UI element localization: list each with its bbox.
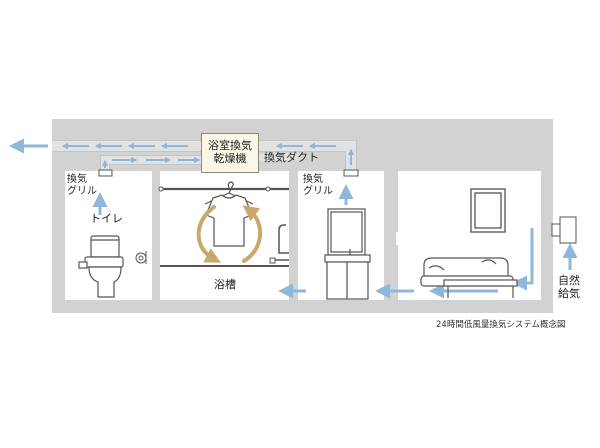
left-grille-label: 換気 グリル [67,174,97,197]
right-grille-label: 換気 グリル [303,174,333,197]
dryer-unit-icon: 浴室換気 乾燥機 [201,133,259,173]
toilet-icon [78,235,124,298]
wall-picture-icon [470,188,506,233]
bathtub-label: 浴槽 [214,278,236,291]
shirt-icon [205,194,253,247]
air-inlet-icon [551,216,577,244]
coffee-table-icon [443,279,518,298]
vanity-icon [324,208,371,300]
duct-label: 換気ダクト [264,151,319,164]
exhaust-grille-icon [98,169,113,177]
exhaust-grille-icon [343,169,359,177]
diagram-caption: 24時間低風量換気システム概念図 [436,320,566,330]
duct-flow-arrows [61,142,355,168]
circulation-arrows [196,205,263,263]
paper-holder-icon [135,251,147,264]
natural-intake-label: 自然 給気 [558,274,580,300]
dryer-label-line1: 浴室換気 [208,139,252,153]
dryer-label-line2: 乾燥機 [213,152,247,165]
toilet-label: トイレ [90,212,123,225]
faucet-icon [273,224,289,261]
room-flow-arrows [92,184,578,299]
